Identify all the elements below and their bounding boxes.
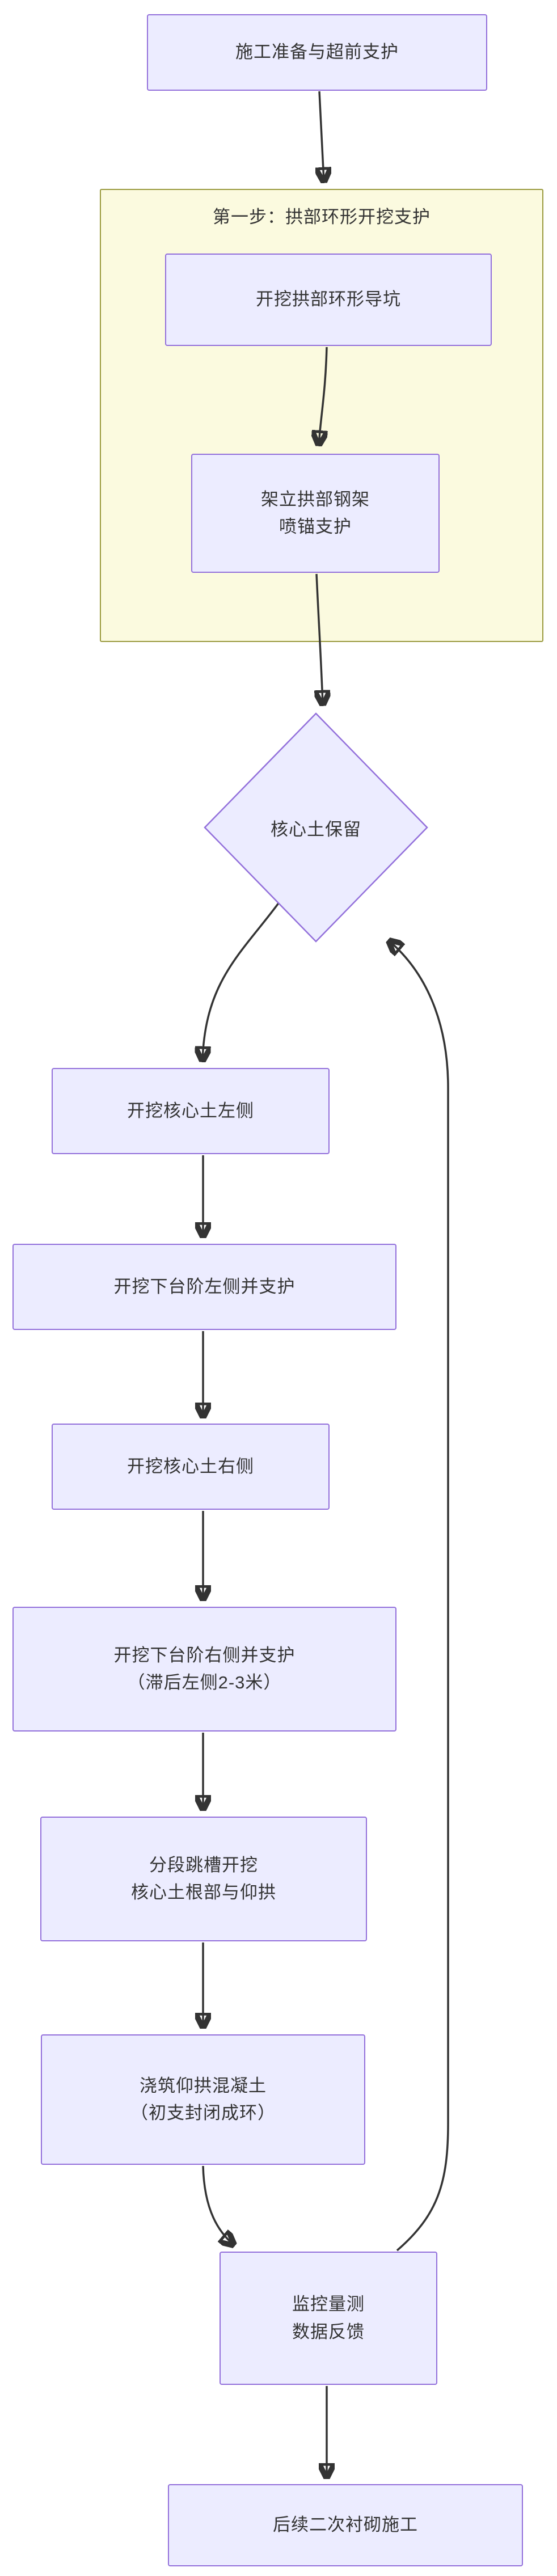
node-lining: 后续二次衬砌施工 <box>168 2484 523 2566</box>
node-prep: 施工准备与超前支护 <box>147 14 487 91</box>
node-bench-left-label: 开挖下台阶左侧并支护 <box>113 1276 296 1297</box>
edge-steelframe-to-corekeep <box>317 573 323 704</box>
node-bench-right: 开挖下台阶右侧并支护 （滞后左侧2-3米） <box>12 1607 396 1732</box>
decision-core-keep: 核心土保留 <box>231 808 401 847</box>
node-invert-line1: 浇筑仰拱混凝土 <box>140 2075 267 2096</box>
node-invert: 浇筑仰拱混凝土 （初支封闭成环） <box>41 2034 365 2165</box>
node-bench-right-line2: （滞后左侧2-3米） <box>127 1673 282 1692</box>
edge-monitor-feedback-to-corekeep <box>389 941 449 2252</box>
node-core-left: 开挖核心土左侧 <box>52 1068 330 1154</box>
decision-core-keep-label: 核心土保留 <box>271 819 361 839</box>
node-bench-left: 开挖下台阶左侧并支护 <box>12 1244 396 1330</box>
node-arch-pit: 开挖拱部环形导坑 <box>165 254 492 346</box>
decision-core-keep-shape <box>204 712 428 943</box>
node-monitor-line2: 数据反馈 <box>292 2321 365 2342</box>
node-core-root-line1: 分段跳槽开挖 <box>149 1855 258 1875</box>
node-core-right-label: 开挖核心土右侧 <box>127 1456 254 1476</box>
node-invert-line2: （初支封闭成环） <box>130 2103 276 2123</box>
subgraph-step1-title: 第一步：拱部环形开挖支护 <box>213 207 431 227</box>
edge-corekeep-to-coreleft <box>202 890 288 1061</box>
node-core-right: 开挖核心土右侧 <box>52 1424 330 1510</box>
node-prep-label: 施工准备与超前支护 <box>235 42 399 62</box>
edge-archpit-to-steelframe <box>319 347 327 445</box>
node-steel-frame: 架立拱部钢架 喷锚支护 <box>191 454 440 573</box>
edge-prep-to-step1 <box>319 91 324 181</box>
node-lining-label: 后续二次衬砌施工 <box>273 2515 418 2535</box>
node-monitor-line1: 监控量测 <box>292 2294 365 2315</box>
edge-invert-to-monitor <box>202 2165 234 2245</box>
node-core-root: 分段跳槽开挖 核心土根部与仰拱 <box>40 1817 367 1941</box>
node-core-left-label: 开挖核心土左侧 <box>127 1100 254 1121</box>
node-arch-pit-label: 开挖拱部环形导坑 <box>256 289 401 310</box>
node-steel-frame-line2: 喷锚支护 <box>279 517 352 537</box>
node-steel-frame-line1: 架立拱部钢架 <box>261 489 370 509</box>
node-bench-right-line1: 开挖下台阶右侧并支护 <box>113 1645 296 1665</box>
node-core-root-line2: 核心土根部与仰拱 <box>131 1882 276 1902</box>
node-monitor: 监控量测 数据反馈 <box>220 2252 437 2385</box>
